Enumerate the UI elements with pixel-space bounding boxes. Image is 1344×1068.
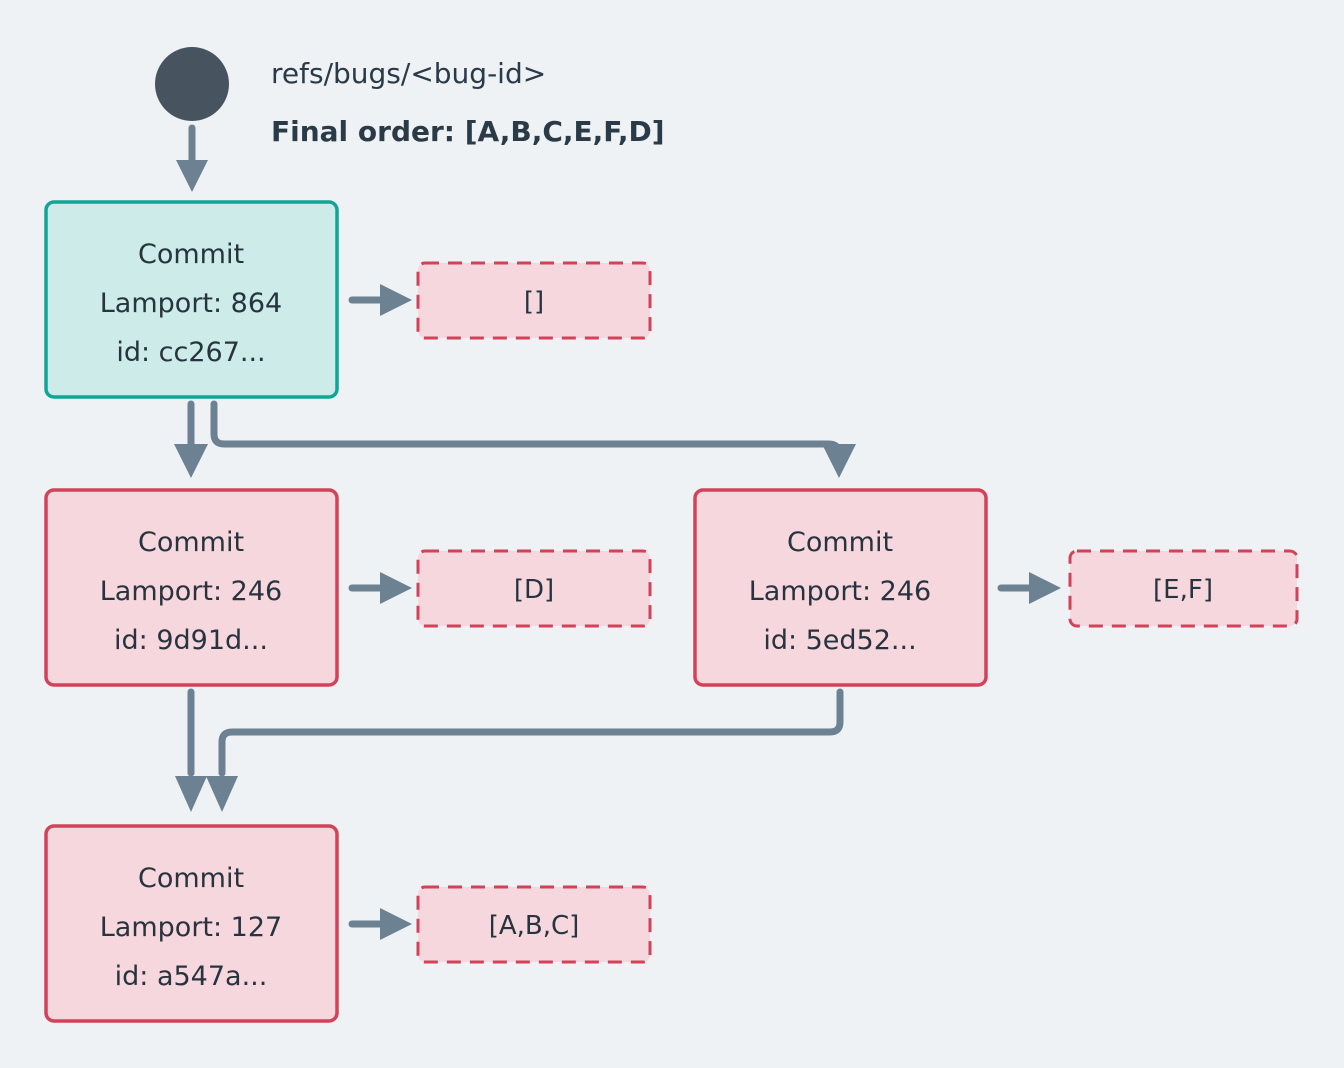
edge-start-to-cc267 <box>176 124 208 192</box>
edge-9d91d-to-pending <box>348 572 412 604</box>
final-order-label: Final order: [A,B,C,E,F,D] <box>271 115 665 148</box>
pending-node-a547a[interactable]: [A,B,C] <box>416 885 652 964</box>
edge-a547a-to-pending <box>348 908 412 940</box>
edge-cc267-to-5ed52 <box>210 400 856 478</box>
commit-box[interactable] <box>693 488 988 687</box>
commit-title: Commit <box>138 863 244 894</box>
commit-box[interactable] <box>44 200 339 399</box>
pending-label: [A,B,C] <box>489 911 580 941</box>
pending-node-cc267[interactable]: [] <box>416 261 652 340</box>
edge-5ed52-to-a547a <box>206 688 844 812</box>
commit-box[interactable] <box>44 488 339 687</box>
pending-box[interactable] <box>1068 549 1299 628</box>
pending-node-5ed52[interactable]: [E,F] <box>1068 549 1299 628</box>
edge-cc267-to-pending <box>348 284 412 316</box>
commit-title: Commit <box>138 527 244 558</box>
start-dot[interactable] <box>155 47 229 121</box>
commit-node-cc267[interactable]: Commit Lamport: 864 id: cc267... <box>44 200 339 399</box>
pending-label: [] <box>524 287 544 317</box>
commit-id: id: a547a... <box>115 961 268 992</box>
edge-5ed52-to-pending <box>997 572 1061 604</box>
commit-lamport: Lamport: 127 <box>100 912 282 943</box>
commit-title: Commit <box>138 239 244 270</box>
pending-label: [E,F] <box>1153 575 1213 605</box>
pending-label: [D] <box>514 575 554 605</box>
commit-lamport: Lamport: 246 <box>100 576 282 607</box>
edge-9d91d-to-a547a <box>175 688 207 812</box>
ref-name-label: refs/bugs/<bug-id> <box>271 57 546 90</box>
pending-box[interactable] <box>416 885 652 964</box>
commit-id: id: cc267... <box>116 337 265 368</box>
pending-node-9d91d[interactable]: [D] <box>416 549 652 628</box>
commit-id: id: 5ed52... <box>763 625 916 656</box>
commit-node-a547a[interactable]: Commit Lamport: 127 id: a547a... <box>44 824 339 1023</box>
commit-box[interactable] <box>44 824 339 1023</box>
edge-cc267-to-9d91d <box>174 400 208 478</box>
commit-title: Commit <box>787 527 893 558</box>
commit-lamport: Lamport: 246 <box>749 576 931 607</box>
commit-node-5ed52[interactable]: Commit Lamport: 246 id: 5ed52... <box>693 488 988 687</box>
commit-id: id: 9d91d... <box>114 625 268 656</box>
pending-box[interactable] <box>416 549 652 628</box>
pending-box[interactable] <box>416 261 652 340</box>
commit-node-9d91d[interactable]: Commit Lamport: 246 id: 9d91d... <box>44 488 339 687</box>
commit-lamport: Lamport: 864 <box>100 288 282 319</box>
